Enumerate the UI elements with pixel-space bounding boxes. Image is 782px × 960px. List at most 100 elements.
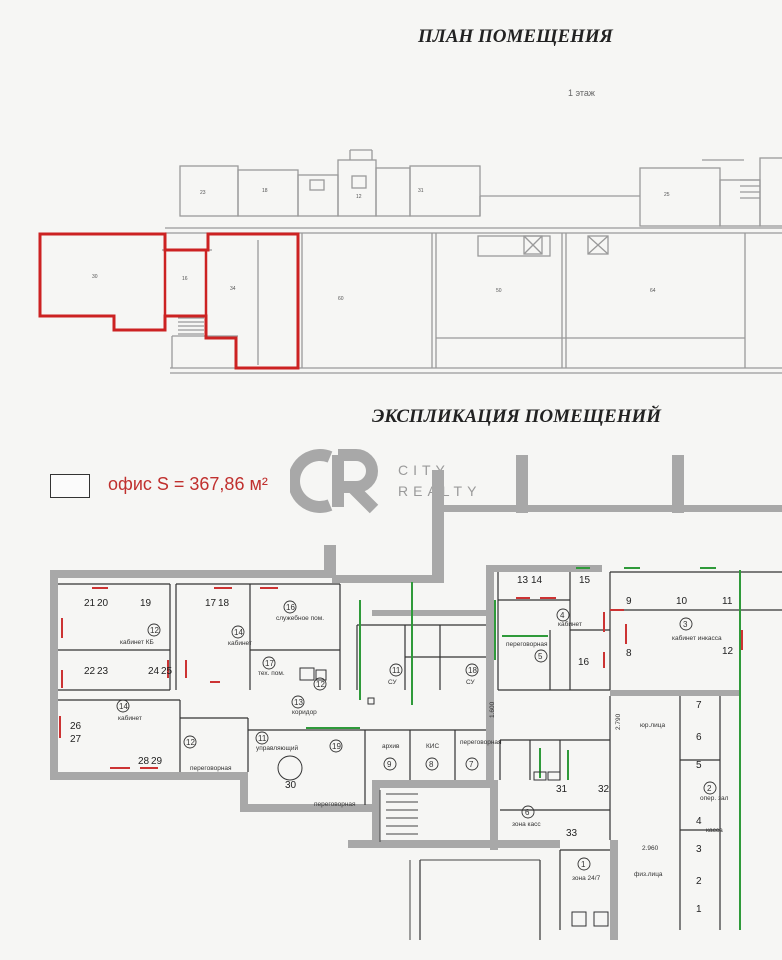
room-10: 10 bbox=[676, 596, 688, 607]
room-13: 13 bbox=[517, 575, 529, 586]
legend-office-area: офис S = 367,86 м² bbox=[108, 474, 268, 494]
dimension-3: 2.960 bbox=[642, 845, 659, 852]
room-number-label: 5 bbox=[538, 652, 543, 661]
room-27: 27 bbox=[70, 734, 82, 745]
room-number-label: 11 bbox=[258, 734, 267, 743]
label-peregovornaya: переговорная bbox=[190, 765, 232, 772]
room-19: 19 bbox=[140, 598, 152, 609]
room-28: 28 bbox=[138, 756, 150, 767]
svg-text:50: 50 bbox=[496, 288, 502, 294]
label-zona-kass: зона касс bbox=[512, 821, 541, 828]
room-2: 2 bbox=[696, 876, 702, 887]
room-number-label: 8 bbox=[429, 760, 434, 769]
label-kassa: касса bbox=[706, 827, 723, 834]
room-number-label: 12 bbox=[150, 626, 159, 635]
legend-swatch bbox=[50, 474, 90, 498]
stairs-bottom bbox=[379, 790, 540, 940]
label-kabinet-kb: кабинет КБ bbox=[120, 638, 154, 646]
label-peregovornaya-2: переговорная bbox=[314, 801, 356, 808]
room-8: 8 bbox=[626, 648, 632, 659]
label-peregovornaya-3: переговорная bbox=[506, 641, 548, 648]
room-number-label: 11 bbox=[392, 666, 401, 675]
label-koridor: коридор bbox=[292, 709, 317, 716]
circled-numbers bbox=[116, 600, 717, 871]
label-arhiv: архив bbox=[382, 743, 400, 750]
floor-label: 1 этаж bbox=[568, 88, 595, 98]
room-number-label: 18 bbox=[468, 666, 477, 675]
label-sluzhebnoe: служебное пом. bbox=[276, 614, 324, 622]
room-number-label: 13 bbox=[294, 698, 303, 707]
room-number-label: 16 bbox=[286, 603, 295, 612]
room-16: 16 bbox=[578, 657, 590, 668]
city-realty-logo-icon bbox=[290, 449, 379, 514]
label-kabinet-3: кабинет bbox=[558, 620, 582, 628]
office-highlight-outline bbox=[38, 232, 300, 370]
room-number-label: 12 bbox=[316, 680, 325, 689]
label-kabinet-inkassa: кабинет инкасса bbox=[672, 634, 722, 642]
room-25: 25 bbox=[161, 666, 173, 677]
room-number-label: 19 bbox=[332, 742, 341, 751]
svg-text:30: 30 bbox=[92, 274, 98, 280]
room-24: 24 bbox=[148, 666, 160, 677]
room-4: 4 bbox=[696, 816, 702, 827]
label-yurlica: юр.лица bbox=[640, 722, 665, 729]
svg-text:31: 31 bbox=[418, 188, 424, 194]
room-23: 23 bbox=[97, 666, 109, 677]
label-su-2: СУ bbox=[466, 679, 475, 686]
partitions bbox=[58, 571, 782, 940]
room-14: 14 bbox=[531, 575, 543, 586]
label-su: СУ bbox=[388, 679, 397, 686]
label-oper-zal: опер. зал bbox=[700, 795, 729, 802]
room-6: 6 bbox=[696, 732, 702, 743]
room-number-label: 3 bbox=[683, 620, 688, 629]
room-32: 32 bbox=[598, 784, 610, 795]
room-labels: кабинет КБ кабинет служебное пом. тех. п… bbox=[118, 614, 729, 882]
label-kabinet-2: кабинет bbox=[118, 714, 142, 722]
room-20: 20 bbox=[97, 598, 109, 609]
room-7: 7 bbox=[696, 700, 702, 711]
room-number-label: 17 bbox=[265, 659, 274, 668]
label-kabinet: кабинет bbox=[228, 639, 252, 647]
red-markers bbox=[59, 587, 743, 769]
circled-number-labels: 16 14 12 4 5 3 17 12 13 14 12 11 11 18 1… bbox=[119, 603, 712, 869]
svg-text:60: 60 bbox=[338, 296, 344, 302]
label-kis: КИС bbox=[426, 743, 439, 750]
svg-text:18: 18 bbox=[262, 188, 268, 194]
room-number-label: 12 bbox=[186, 738, 195, 747]
plan-title: ПЛАН ПОМЕЩЕНИЯ bbox=[418, 26, 613, 47]
room-12: 12 bbox=[722, 646, 734, 657]
svg-text:16: 16 bbox=[182, 276, 188, 282]
room-21: 21 bbox=[84, 598, 96, 609]
svg-text:64: 64 bbox=[650, 288, 656, 294]
room-number-label: 1 bbox=[581, 860, 586, 869]
room-3: 3 bbox=[696, 844, 702, 855]
room-17: 17 bbox=[205, 598, 217, 609]
room-number-label: 9 bbox=[387, 760, 392, 769]
room-22: 22 bbox=[84, 666, 96, 677]
label-upravlyayushchiy: управляющий bbox=[256, 744, 298, 752]
room-9: 9 bbox=[626, 596, 632, 607]
room-33: 33 bbox=[566, 828, 578, 839]
room-number-label: 4 bbox=[560, 611, 565, 620]
room-18: 18 bbox=[218, 598, 230, 609]
room-numbers: 21 20 19 17 18 22 23 24 25 26 27 28 29 3… bbox=[70, 575, 734, 915]
svg-text:34: 34 bbox=[230, 286, 236, 292]
room-26: 26 bbox=[70, 721, 82, 732]
room-11: 11 bbox=[722, 596, 733, 607]
room-1: 1 bbox=[696, 904, 702, 915]
room-31: 31 bbox=[556, 784, 568, 795]
dimension-labels: 1.600 2.790 2.960 bbox=[489, 701, 659, 852]
room-5: 5 bbox=[696, 760, 702, 771]
dimension-2: 2.790 bbox=[615, 713, 622, 730]
fixtures bbox=[277, 667, 609, 927]
structural-walls bbox=[50, 455, 782, 940]
room-number-label: 14 bbox=[234, 628, 243, 637]
dimension-1: 1.600 bbox=[489, 701, 496, 718]
svg-text:25: 25 bbox=[664, 192, 670, 198]
room-number-label: 7 bbox=[469, 760, 474, 769]
room-number-label: 6 bbox=[525, 808, 530, 817]
